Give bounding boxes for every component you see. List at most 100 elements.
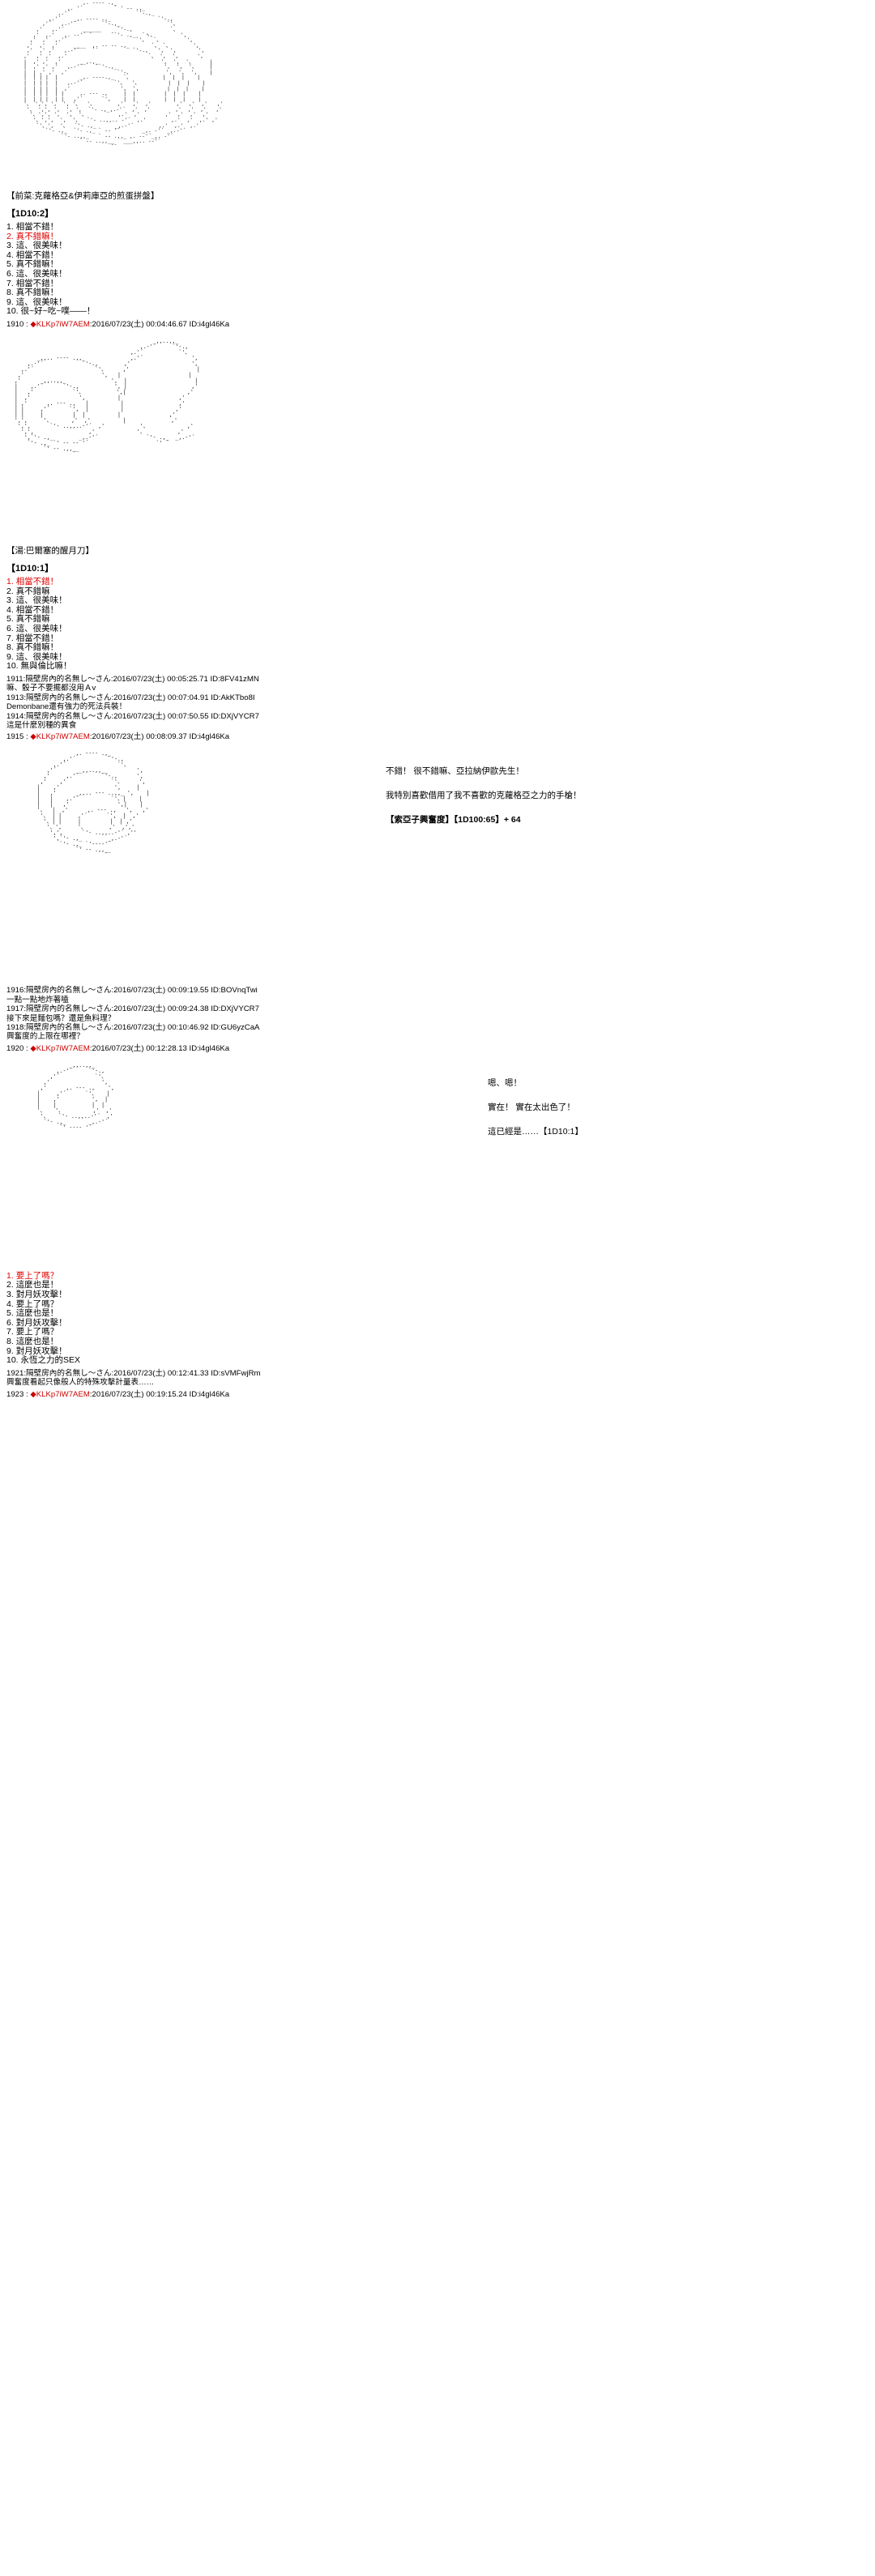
option-label: 要上了嗎？ [15,1299,59,1309]
option-label: 這、很美味！ [15,241,67,251]
option-label: 這麼也是！ [15,1336,59,1346]
dish-caption-1: 【前菜:克蘿格亞&伊莉庫亞的煎蛋拼盤】 [6,191,160,201]
post-meta: :2016/07/23(土) 00:08:09.37 ID:i4gl46Ka [89,732,230,742]
list-item: 8. 真不錯嘛！ [6,288,870,298]
option-label: 永恆之力的SEX [20,1355,81,1366]
tripcode-diamond-icon: ◆ [30,1043,36,1053]
option-label: 相當不錯！ [15,278,59,288]
post-meta: :隔壁房內的名無し～さん:2016/07/23(土) 00:05:25.71 I… [23,674,259,684]
aa-art-1: ,. -‐‐- .,_ ,. '´ ` ' ‐- .,_ ,.'´ `'‐.,_… [5,0,870,186]
speech-text: 不錯！ 很不錯嘛、亞拉納伊歐先生！ [386,766,524,777]
post-number: 1913 [6,693,24,702]
option-label: 真不錯嘛！ [15,231,59,241]
option-label: 這、很美味！ [15,623,67,633]
list-item: 1. 相當不錯！ [6,576,870,587]
option-list-4: 1. 要上了嗎？ 2. 這麼也是！ 3. 對月妖攻擊！ 4. 要上了嗎？ 5. … [6,1270,870,1366]
list-item: 8. 這麼也是！ [6,1337,870,1347]
option-number: 6. [6,268,14,279]
option-number: 4. [6,249,14,260]
list-item: 6. 對月妖攻擊！ [6,1317,870,1329]
list-item: 9. 這、很美味！ [6,651,870,663]
option-number: 9. [6,651,14,662]
list-item: 8. 真不錯嘛！ [6,642,870,653]
option-label: 這麼也是！ [15,1308,59,1319]
option-label: 相當不錯！ [15,249,59,260]
option-number: 5. [6,1308,14,1319]
speech-line-3: 這已經是……【1D10:1】 [488,1126,583,1138]
thread-section-4: _,,..,,_ ,.‐'´ `'‐., ,'´ `'、 ,' ', ,' ,.… [0,1063,875,1400]
option-number: 3. [6,1289,14,1299]
section-gap [0,1056,875,1063]
thread-page: ,. -‐‐- .,_ ,. '´ ` ' ‐- .,_ ,.'´ `'‐.,_… [0,0,875,1400]
post: 1918:隔壁房內的名無し～さん:2016/07/23(土) 00:10:46.… [6,1023,870,1042]
option-number: 8. [6,642,14,653]
tripcode: KLKp7iW7AEM [36,1043,90,1053]
post-body: Demonbane還有強力的死法兵裝！ [6,702,127,712]
option-label: 相當不錯！ [15,222,59,232]
post-number: 1914 [6,711,24,721]
option-number: 8. [6,288,14,298]
option-label: 要上了嗎？ [15,1270,59,1281]
option-label: 對月妖攻擊！ [15,1317,67,1328]
dice-result-2: 【1D10:1】 [6,563,54,574]
post-body: 這是什麼別種的異食 [6,720,77,730]
option-number: 4. [6,604,14,615]
option-list-1: 1. 相當不錯！ 2. 真不錯嘛！ 3. 這、很美味！ 4. 相當不錯！ 5. … [6,222,870,317]
thread-section-1: ,. -‐‐- .,_ ,. '´ ` ' ‐- .,_ ,.'´ `'‐.,_… [0,0,875,330]
option-label: 這、很美味！ [15,651,67,662]
tripcode-diamond-icon: ◆ [30,319,36,329]
option-label: 這麼也是！ [15,1280,59,1290]
post-number: 1923 [6,1389,24,1399]
list-item: 5. 真不錯嘛！ [6,260,870,270]
thread-section-2: _,,..,,_ ,.‐'´ `'‐., ,.'´ `'、 _,,.. -‐‐-… [0,339,875,742]
option-number: 8. [6,1336,14,1346]
list-item: 5. 真不錯嘛 [6,615,870,625]
list-item: 9. 這、很美味！ [6,296,870,308]
post: 1913:隔壁房內的名無し～さん:2016/07/23(土) 00:07:04.… [6,693,870,712]
post-body: 興奮度的上限在哪裡？ [6,1032,84,1042]
post-number: 1916 [6,986,24,996]
tripcode: KLKp7iW7AEM [36,1389,90,1399]
section-gap [0,332,875,339]
option-number: 2. [6,1280,14,1290]
list-item: 10. 很~好~吃~噗——！ [6,307,870,317]
list-item: 10. 永恆之力的SEX [6,1355,870,1366]
speech-text: 嗯、嗯！ [488,1077,522,1088]
post-body: 嘛、骰子不要擺都沒用Ａv [6,684,96,693]
option-number: 7. [6,1327,14,1337]
speech-line-1: 不錯！ 很不錯嘛、亞拉納伊歐先生！ [386,766,524,778]
list-item: 2. 真不錯嘛！ [6,232,870,242]
list-item: 10. 無與倫比嘛！ [6,661,870,672]
dish-caption-2: 【湯:巴爾塞的醒月刀】 [6,545,94,556]
option-label: 相當不錯！ [15,633,59,643]
list-item: 2. 真不錯嘛 [6,586,870,597]
post-meta: :隔壁房內的名無し～さん:2016/07/23(土) 00:07:50.55 I… [23,711,259,721]
option-label: 這、很美味！ [15,296,67,307]
option-label: 相當不錯！ [15,576,59,586]
option-number: 1. [6,1270,14,1281]
option-number: 1. [6,222,14,232]
option-number: 2. [6,586,14,596]
list-item: 2. 這麼也是！ [6,1281,870,1290]
post-number: 1917 [6,1004,24,1014]
post-header: 1915 : ◆KLKp7iW7AEM:2016/07/23(土) 00:08:… [6,732,230,742]
post-number: 1910 [6,319,24,329]
option-label: 這、很美味！ [15,268,67,279]
post-meta: :2016/07/23(土) 00:19:15.24 ID:i4gl46Ka [89,1389,230,1399]
post: 1911:隔壁房內的名無し～さん:2016/07/23(土) 00:05:25.… [6,675,870,693]
aa-art-text: _,,..,,_ ,.‐'´ `'‐., ,.'´ `'、 _,,.. -‐‐-… [14,338,200,458]
speech-text: 實在！ 實在太出色了！ [488,1102,575,1112]
list-item: 3. 這、很美味！ [6,595,870,606]
post: 1917:隔壁房內的名無し～さん:2016/07/23(土) 00:09:24.… [6,1004,870,1023]
list-item: 4. 相當不錯！ [6,249,870,261]
option-number: 5. [6,259,14,270]
option-number: 9. [6,1346,14,1356]
list-item: 7. 相當不錯！ [6,279,870,289]
post-header: 1920 : ◆KLKp7iW7AEM:2016/07/23(土) 00:12:… [6,1043,230,1053]
option-number: 6. [6,1317,14,1328]
post-meta: :隔壁房內的名無し～さん:2016/07/23(土) 00:09:19.55 I… [23,986,258,996]
option-number: 1. [6,576,14,586]
list-item: 4. 相當不錯！ [6,604,870,616]
list-item: 4. 要上了嗎？ [6,1299,870,1310]
tripcode-diamond-icon: ◆ [30,732,36,742]
